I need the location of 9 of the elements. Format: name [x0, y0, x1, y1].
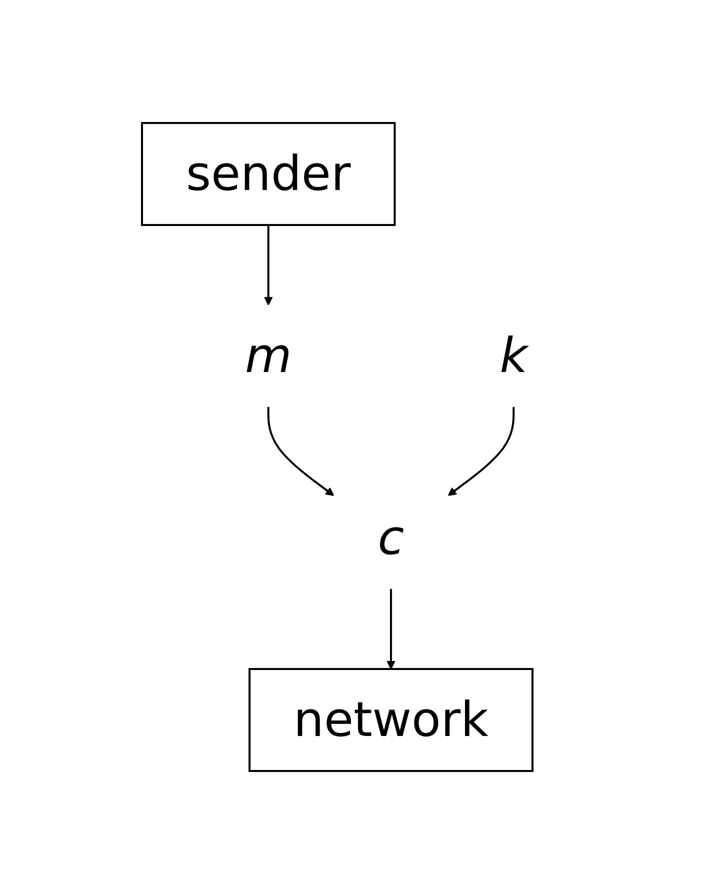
node-text: m [244, 328, 292, 384]
node-box: sender [140, 122, 396, 226]
arrow [386, 589, 396, 670]
arrow [267, 407, 334, 496]
node-text: c [378, 510, 404, 566]
arrow [264, 225, 272, 306]
node-box: network [248, 668, 534, 772]
arrow [448, 407, 514, 496]
node-text: k [499, 328, 528, 384]
